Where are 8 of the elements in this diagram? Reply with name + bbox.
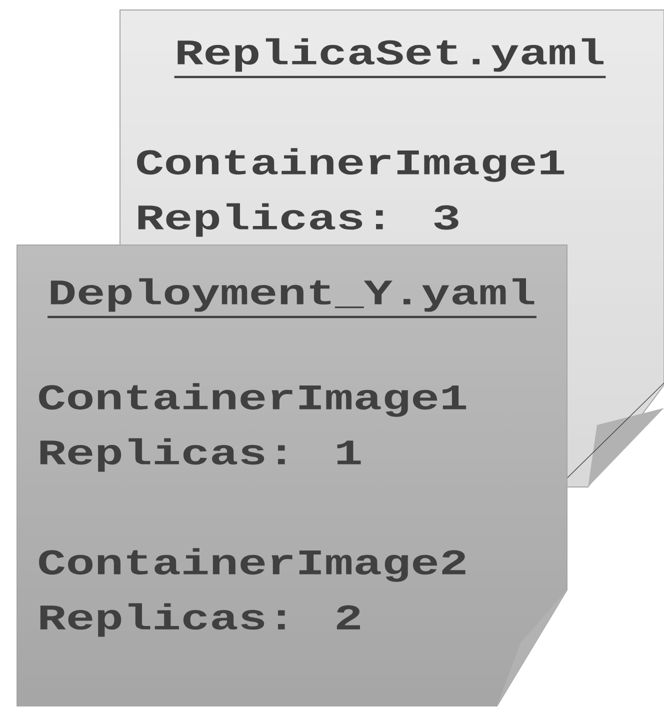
document-title: ReplicaSet.yaml	[174, 38, 606, 78]
document-title: Deployment_Y.yaml	[48, 278, 536, 318]
code-line: ContainerImage1	[137, 148, 564, 182]
code-line: Replicas: 2	[40, 603, 360, 637]
code-line: ContainerImage2	[39, 548, 466, 582]
code-line: Replicas: 3	[138, 203, 458, 237]
code-line: ContainerImage1	[39, 383, 466, 417]
code-line: Replicas: 1	[40, 438, 361, 472]
